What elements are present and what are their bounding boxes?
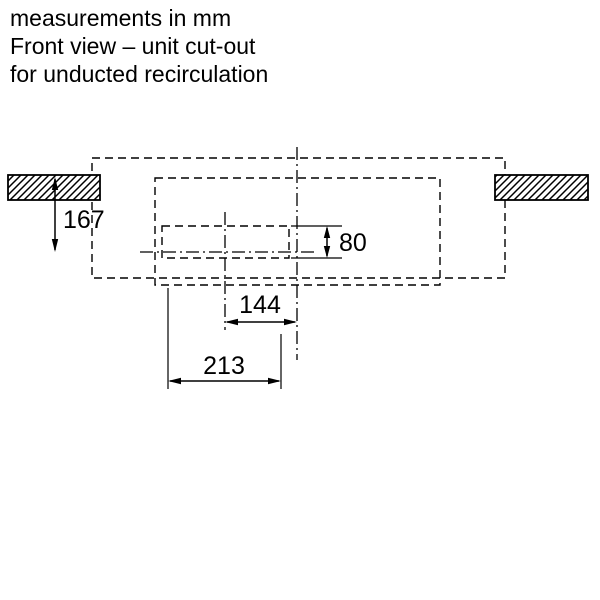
outer-cutout-outline bbox=[91, 157, 506, 279]
diagram-title: measurements in mm Front view – unit cut… bbox=[10, 4, 268, 88]
dimension-144: 144 bbox=[225, 291, 297, 326]
arrow-down-icon bbox=[323, 246, 331, 258]
title-line-units: measurements in mm bbox=[10, 5, 232, 31]
arrow-right-icon bbox=[268, 377, 281, 385]
title-line-view: Front view – unit cut-out bbox=[10, 33, 256, 59]
arrow-up-icon bbox=[323, 226, 331, 238]
dimension-80-label: 80 bbox=[339, 229, 367, 257]
arrow-down-icon bbox=[51, 239, 59, 252]
dimension-80: 80 bbox=[291, 225, 367, 259]
dimension-167-label: 167 bbox=[63, 206, 105, 234]
arrow-right-icon bbox=[284, 318, 297, 326]
dimension-213-label: 213 bbox=[203, 352, 245, 380]
title-line-mode: for unducted recirculation bbox=[10, 61, 269, 87]
worktop-section-right bbox=[494, 174, 589, 201]
dimension-213: 213 bbox=[167, 288, 282, 389]
arrow-up-icon bbox=[51, 177, 59, 190]
arrow-left-icon bbox=[225, 318, 238, 326]
dimension-144-label: 144 bbox=[239, 291, 281, 319]
dimension-167: 167 bbox=[51, 177, 105, 252]
arrow-left-icon bbox=[168, 377, 181, 385]
